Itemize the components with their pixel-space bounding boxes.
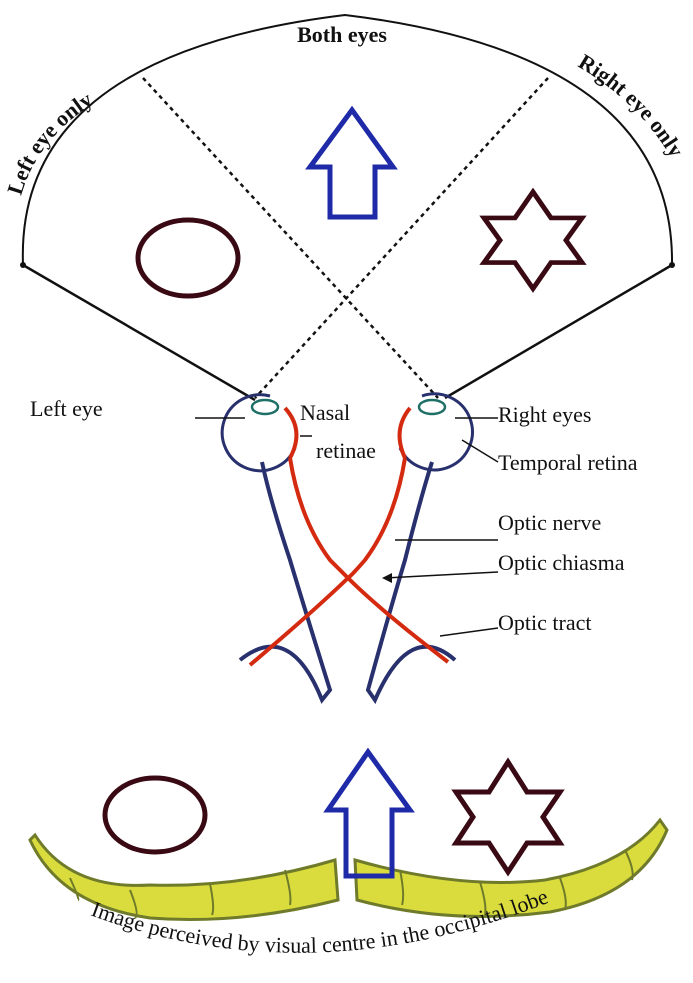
field-divider-right xyxy=(254,77,549,399)
optic-pathway: Left eye Nasal retinae Right eyes Tempor… xyxy=(30,392,638,705)
field-divider-left xyxy=(142,77,439,399)
label-retinae: retinae xyxy=(316,438,376,463)
right-nerve-outer xyxy=(365,461,457,705)
svg-text:Left eye only: Left eye only xyxy=(2,86,97,197)
up-arrow-shape-field xyxy=(305,105,398,220)
cortex-right-folds xyxy=(399,849,634,916)
occipital-cortex: Image perceived by visual centre in the … xyxy=(28,747,669,958)
field-arc xyxy=(21,13,674,266)
left-eyeball xyxy=(220,393,299,473)
right-eyeball xyxy=(397,392,474,472)
cortex-right xyxy=(353,817,669,918)
visual-field: Both eyes Left eye only Right eye only xyxy=(2,13,689,402)
field-edge-left xyxy=(22,263,256,402)
svg-text:Right eye only: Right eye only xyxy=(574,49,689,162)
left-red-tract xyxy=(288,457,450,664)
field-edge-right xyxy=(444,263,673,400)
label-temporal-retina: Temporal retina xyxy=(498,450,638,475)
right-red-tract xyxy=(248,457,407,667)
leader-optic-tract xyxy=(439,627,499,637)
label-optic-chiasma: Optic chiasma xyxy=(498,550,625,575)
ellipse-shape-perceived xyxy=(102,775,208,855)
chiasma-arrowhead xyxy=(382,573,392,583)
label-right-eye-only: Right eye only xyxy=(574,49,689,162)
right-lens xyxy=(417,398,447,416)
label-optic-tract: Optic tract xyxy=(498,610,591,635)
label-left-eye-only: Left eye only xyxy=(2,86,97,197)
left-nerve-outer xyxy=(238,461,333,704)
label-nasal: Nasal xyxy=(300,400,350,425)
leader-optic-chiasma xyxy=(384,571,499,579)
leader-temporal xyxy=(461,439,499,463)
field-arc-end-right xyxy=(669,262,675,268)
star-shape-perceived xyxy=(451,757,565,877)
cortex-left-folds xyxy=(69,869,292,919)
label-left-eye: Left eye xyxy=(30,396,103,421)
ellipse-shape-field xyxy=(135,217,241,299)
cortex-left xyxy=(28,832,340,922)
field-arc-end-left xyxy=(20,262,26,268)
label-both-eyes: Both eyes xyxy=(297,22,387,47)
star-shape-field xyxy=(479,187,587,293)
up-arrow-shape-perceived xyxy=(323,747,415,879)
label-optic-nerve: Optic nerve xyxy=(498,510,601,535)
label-right-eyes: Right eyes xyxy=(498,402,592,427)
left-lens xyxy=(250,398,280,416)
